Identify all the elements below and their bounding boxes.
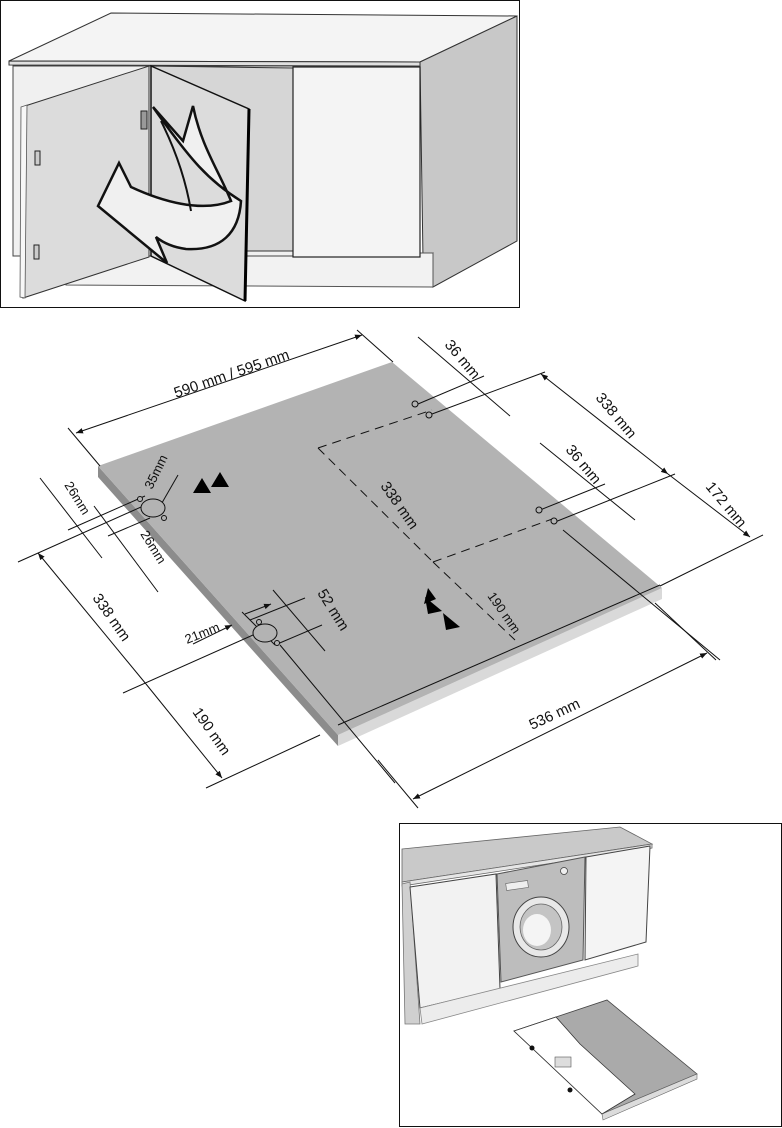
dim-21: 21mm xyxy=(183,619,222,646)
dim-190-left: 190 mm xyxy=(189,705,234,759)
mounting-plate-diagram: 590 mm / 595 mm 36 mm 338 mm 36 mm 172 m… xyxy=(17,329,764,809)
dim-536: 536 mm xyxy=(527,695,583,733)
dim-width-top: 590 mm / 595 mm xyxy=(172,346,292,401)
dim-338-right: 338 mm xyxy=(592,390,640,442)
cabinet-drawing xyxy=(8,12,518,303)
machine-drawing xyxy=(401,826,698,1121)
dim-36-top: 36 mm xyxy=(441,337,483,383)
dim-338-left: 338 mm xyxy=(89,591,134,645)
mounting-plate xyxy=(98,362,662,735)
alignment-triangles xyxy=(193,472,460,630)
installed-machine-illustration xyxy=(399,823,782,1127)
dim-172: 172 mm xyxy=(702,479,750,531)
dim-36-right: 36 mm xyxy=(562,442,604,488)
cabinet-door-illustration xyxy=(0,0,520,308)
